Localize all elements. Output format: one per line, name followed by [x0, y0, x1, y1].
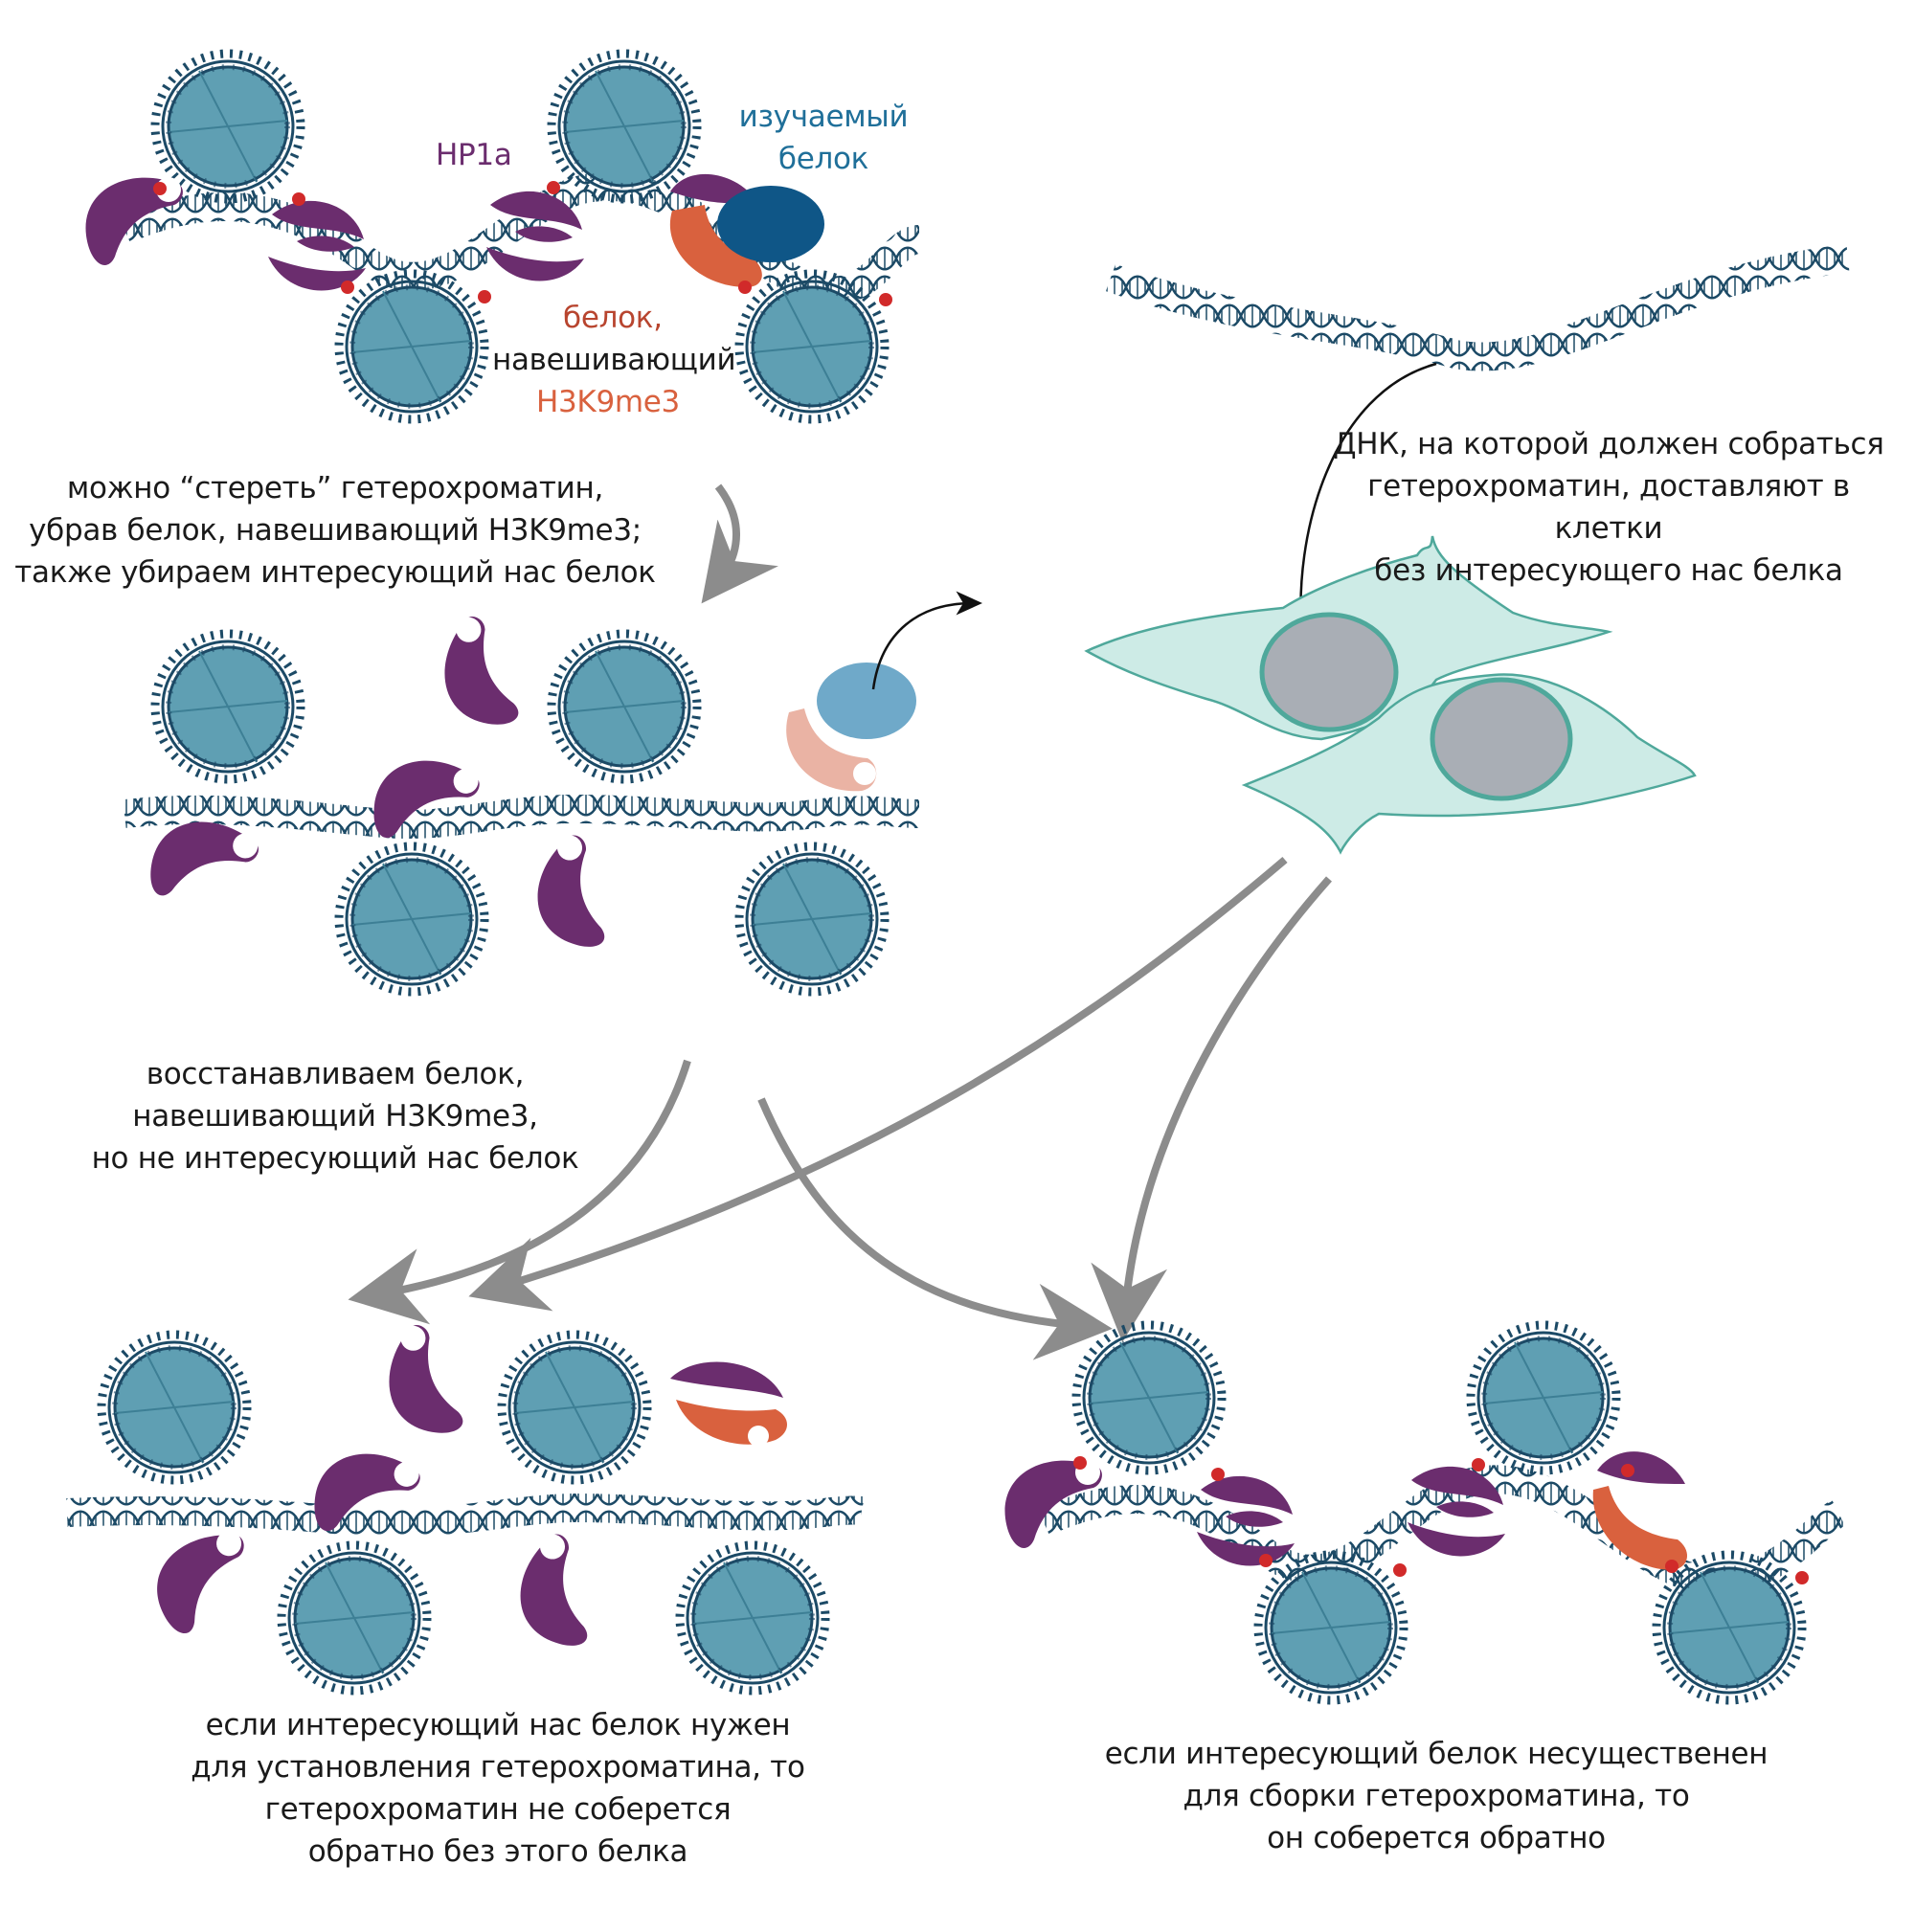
nucleosome: [339, 274, 484, 419]
hp1a-protein: [670, 1361, 783, 1398]
hp1a-protein: [517, 829, 642, 957]
label-outcome-not-needed: если интересующий белок несущественен дл…: [1104, 1737, 1769, 1855]
removal-arrow: [871, 591, 982, 690]
hp1a-protein: [1597, 1451, 1685, 1484]
hp1a-protein: [428, 612, 545, 734]
dna-strand: [123, 794, 920, 840]
label-writer-line2: навешивающий: [492, 343, 736, 377]
arrow-restore-right: [757, 1097, 1113, 1360]
nucleosome: [1076, 1325, 1222, 1471]
label-outcome-needed: если интересующий нас белок нужен для ус…: [191, 1708, 805, 1869]
label-studied-protein: изучаемый белок: [738, 100, 909, 176]
h3k9me3-writer-protein: [669, 205, 762, 287]
dna-strand: [1037, 1465, 1846, 1595]
label-step-dna-delivery: ДНК, на которой должен собраться гетерох…: [1333, 427, 1884, 588]
panel-outcome-needed: [66, 1320, 865, 1691]
label-hp1a: HP1a: [436, 138, 512, 172]
h3k9me3-writer-protein: [676, 1400, 787, 1445]
panel-heterochromatin-initial: [85, 54, 922, 419]
arrow-restore-left: [348, 1059, 691, 1325]
flow-arrows: [348, 483, 1332, 1360]
label-step-restore: восстанавливаем белок, навешивающий H3K9…: [91, 1057, 579, 1176]
panel-dna-delivery: [1084, 244, 1850, 855]
nucleosome: [155, 634, 301, 779]
dna-strand: [66, 1493, 865, 1539]
studied-protein-removed: [817, 663, 916, 739]
hp1a-dimer: [268, 200, 366, 291]
nucleosome: [155, 54, 301, 199]
nucleosome: [282, 1545, 427, 1691]
free-dna-strand: [1105, 244, 1850, 371]
studied-protein: [717, 186, 824, 262]
nucleosome: [101, 1335, 247, 1480]
nucleosome: [502, 1335, 647, 1480]
panel-heterochromatin-erased: [123, 591, 982, 992]
hp1a-protein: [372, 1320, 489, 1443]
nucleosome: [552, 634, 697, 779]
nucleosome: [339, 846, 484, 992]
arrow-erase: [701, 483, 778, 604]
hp1a-protein: [366, 747, 484, 858]
label-writer-line3: H3K9me3: [536, 385, 680, 419]
nucleosome: [1471, 1325, 1616, 1471]
nucleus: [1430, 677, 1573, 801]
label-step-erase: можно “стереть” гетерохроматин, убрав бе…: [14, 471, 656, 590]
label-writer-line1: белок,: [563, 301, 663, 335]
hp1a-protein: [500, 1528, 625, 1656]
nucleosome: [680, 1545, 825, 1691]
delivery-arrow: [1288, 362, 1437, 646]
nucleus: [1259, 612, 1399, 732]
nucleosome: [739, 846, 885, 992]
arrow-cells-left: [468, 856, 1288, 1312]
hp1a-protein: [146, 1527, 262, 1638]
panel-outcome-not-needed: [1004, 1325, 1846, 1700]
arrow-cells-right: [1091, 876, 1332, 1342]
methyl-marks: [1073, 1456, 1809, 1584]
methyl-marks: [153, 181, 892, 306]
h3k9me3-writer-protein: [1592, 1486, 1688, 1570]
